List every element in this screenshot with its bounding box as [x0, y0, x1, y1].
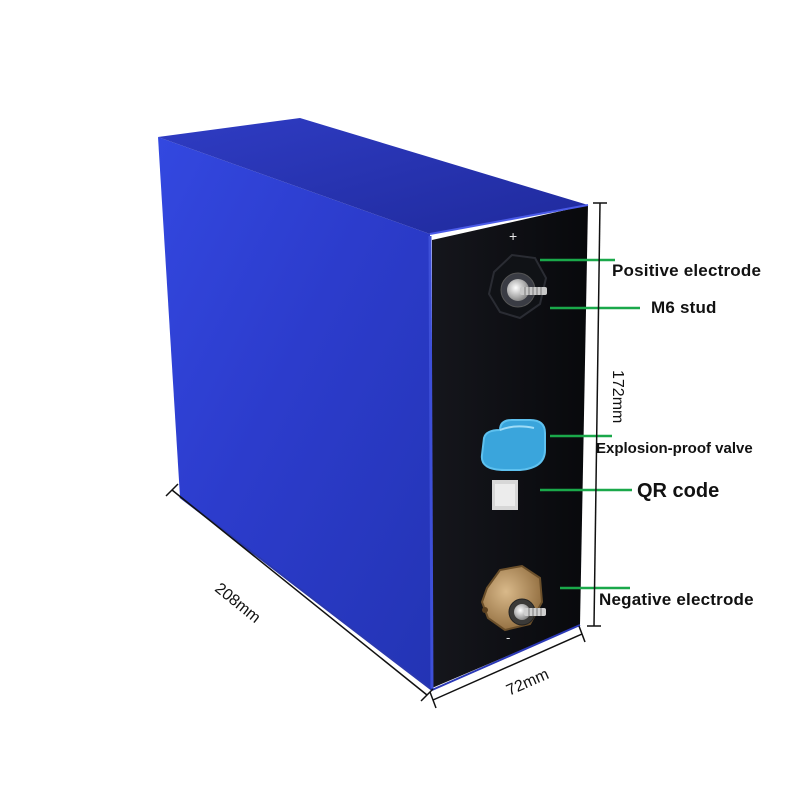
label-positive-electrode: Positive electrode — [612, 261, 762, 280]
label-qr-code: QR code — [637, 480, 720, 502]
dim-line-length — [171, 489, 428, 696]
dimension-lines — [165, 202, 607, 709]
dim-line-height — [593, 202, 601, 627]
label-explosion-proof-valve: Explosion-proof valve — [596, 440, 753, 457]
dim-tick — [165, 483, 179, 497]
dim-tick — [420, 688, 434, 702]
battery-top-face — [158, 118, 588, 234]
dim-line-width — [432, 633, 583, 701]
edge-highlight — [428, 235, 434, 691]
dim-label-height: 172mm — [609, 370, 626, 424]
battery-side-face — [158, 137, 432, 690]
dim-tick — [429, 691, 437, 709]
positive-symbol: + — [509, 228, 518, 244]
explosion-proof-valve — [480, 419, 546, 471]
dim-tick — [578, 625, 586, 643]
positive-terminal — [487, 253, 548, 320]
label-m6-stud: M6 stud — [651, 298, 717, 317]
negative-terminal — [480, 564, 546, 632]
negative-symbol: - — [506, 630, 511, 645]
edge-highlight — [429, 204, 589, 235]
qr-code-patch — [492, 480, 518, 510]
edge-highlight — [431, 624, 581, 691]
edge-highlight — [179, 496, 433, 691]
label-negative-electrode: Negative electrode — [599, 590, 754, 609]
